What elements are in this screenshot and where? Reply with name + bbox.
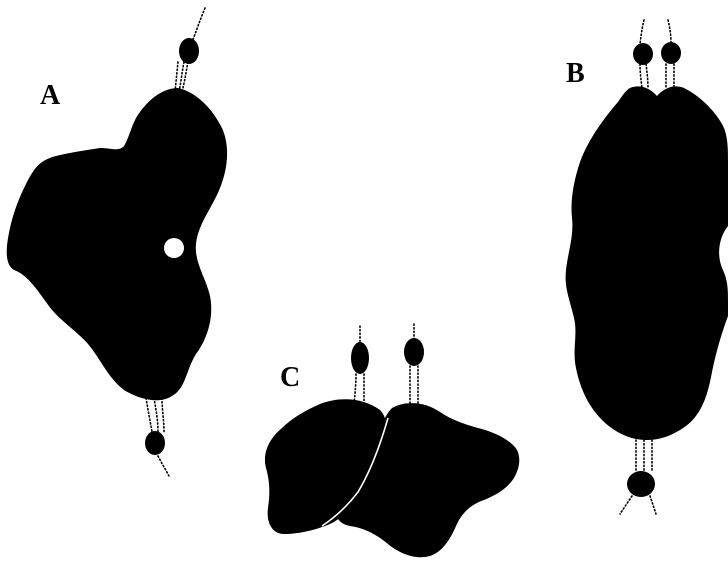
panel-c-top-bead-left	[351, 342, 369, 374]
panel-a-bottom-bead	[145, 431, 165, 455]
panel-a-label: A	[40, 82, 60, 110]
panel-a-top-bead	[179, 38, 199, 64]
panel-c-top-bead-right	[404, 338, 424, 366]
panel-a-body	[7, 88, 227, 400]
panel-b-bottom-bead	[627, 471, 655, 497]
panel-b-label: B	[566, 60, 585, 88]
panel-c-label: C	[280, 364, 300, 392]
panel-b-body	[566, 86, 728, 440]
panel-b-top-bead-right	[661, 42, 681, 64]
panel-a-pore	[164, 238, 184, 258]
panel-b-top-bead-left	[633, 43, 653, 65]
panel-b	[566, 20, 728, 514]
panel-a	[7, 8, 227, 478]
panel-c	[265, 324, 519, 557]
